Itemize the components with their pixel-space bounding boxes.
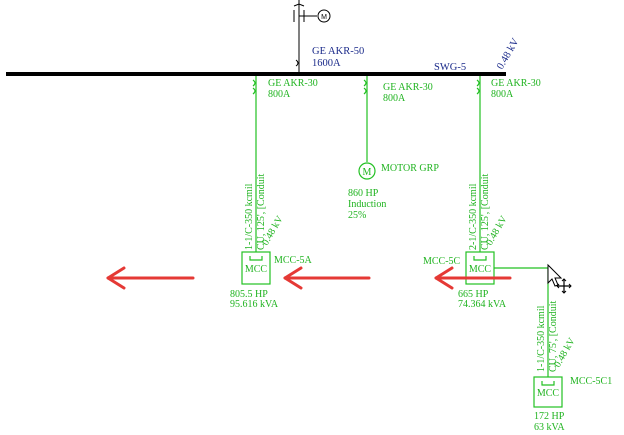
branch-mcc-5c[interactable]: GE AKR-30 800A 2-1/C-350 kcmil CU, 125',…: [423, 76, 549, 377]
breaker-icon-mcc-5a: [252, 79, 256, 95]
mcc-5c1-kva: 63 kVA: [534, 422, 565, 433]
bus-swg-5[interactable]: SWG-5 0.48 kV: [6, 36, 522, 76]
mcc-5a-hp: 805.5 HP: [230, 289, 268, 300]
mcc-5c-kva: 74.364 kVA: [458, 299, 507, 310]
branch-mcc-5a[interactable]: GE AKR-30 800A 1-1/C-350 kcmil CU, 125',…: [230, 76, 318, 310]
mcc-5c-hp: 665 HP: [458, 289, 489, 300]
motor-icon[interactable]: [358, 162, 376, 180]
cable-spec-mcc-5a: 1-1/C-350 kcmil: [244, 183, 255, 250]
cable-detail-mcc-5a: CU, 125', [Conduit: [256, 174, 267, 250]
mcc-5c1-name: MCC-5C1: [570, 376, 612, 387]
mcc-5a-box-mark: [249, 256, 263, 261]
main-breaker[interactable]: M GE AKR-50 1600A: [293, 0, 364, 72]
breaker-name-mcc-5a: GE AKR-30: [268, 78, 318, 89]
breaker-icon-motor: [363, 79, 367, 95]
motor-percent: 25%: [348, 210, 366, 221]
red-arrow-left-icon: [106, 266, 195, 290]
mcc-5a-box-label: MCC: [245, 264, 268, 275]
cable-spec-mcc-5c: 2-1/C-350 kcmil: [468, 183, 479, 250]
breaker-rating-mcc-5a: 800A: [268, 89, 291, 100]
breaker-rating-motor: 800A: [383, 93, 406, 104]
bus-name: SWG-5: [434, 62, 466, 73]
branch-motor-grp[interactable]: GE AKR-30 800A M MOTOR GRP 860 HP Induct…: [348, 76, 439, 221]
mcc-5c1-box[interactable]: [533, 376, 563, 408]
cable-detail-mcc-5c1: CU, 75', [Conduit: [548, 301, 559, 372]
breaker-rating-mcc-5c: 800A: [491, 89, 514, 100]
mcc-5c1-box-mark: [541, 381, 555, 386]
mcc-5c-name: MCC-5C: [423, 256, 461, 267]
motor-type: Induction: [348, 199, 386, 210]
meter-icon[interactable]: [317, 9, 331, 23]
motor-hp: 860 HP: [348, 188, 379, 199]
cursor-move-icon: [547, 263, 572, 294]
annotation-arrows: [106, 266, 512, 290]
main-breaker-name: GE AKR-50: [312, 46, 364, 57]
bus-bar[interactable]: [6, 72, 506, 76]
red-arrow-right-icon: [434, 266, 512, 290]
cable-detail-mcc-5c: CU, 125', [Conduit: [480, 174, 491, 250]
mcc-5c-box-label: MCC: [469, 264, 492, 275]
mcc-5a-kva: 95.616 kVA: [230, 299, 279, 310]
meter-symbol-label: M: [321, 14, 327, 21]
motor-symbol: M: [363, 167, 372, 178]
motor-name: MOTOR GRP: [381, 163, 439, 174]
breaker-name-motor: GE AKR-30: [383, 82, 433, 93]
main-breaker-rating: 1600A: [312, 58, 341, 69]
mcc-5c1-hp: 172 HP: [534, 411, 565, 422]
branch-mcc-5c1[interactable]: 1-1/C-350 kcmil CU, 75', [Conduit 0.48 k…: [533, 301, 612, 433]
breaker-contact-icon: [295, 59, 299, 67]
cable-spec-mcc-5c1: 1-1/C-350 kcmil: [536, 305, 547, 372]
main-breaker-top: [293, 3, 305, 7]
red-arrow-middle-icon: [283, 266, 371, 290]
bus-voltage: 0.48 kV: [495, 36, 522, 71]
mcc-5a-name: MCC-5A: [274, 255, 313, 266]
breaker-name-mcc-5c: GE AKR-30: [491, 78, 541, 89]
breaker-icon-mcc-5c: [476, 79, 480, 95]
mcc-5c1-box-label: MCC: [537, 388, 560, 399]
mcc-5a-box[interactable]: [241, 251, 271, 285]
mcc-5c-box-mark: [473, 256, 487, 261]
